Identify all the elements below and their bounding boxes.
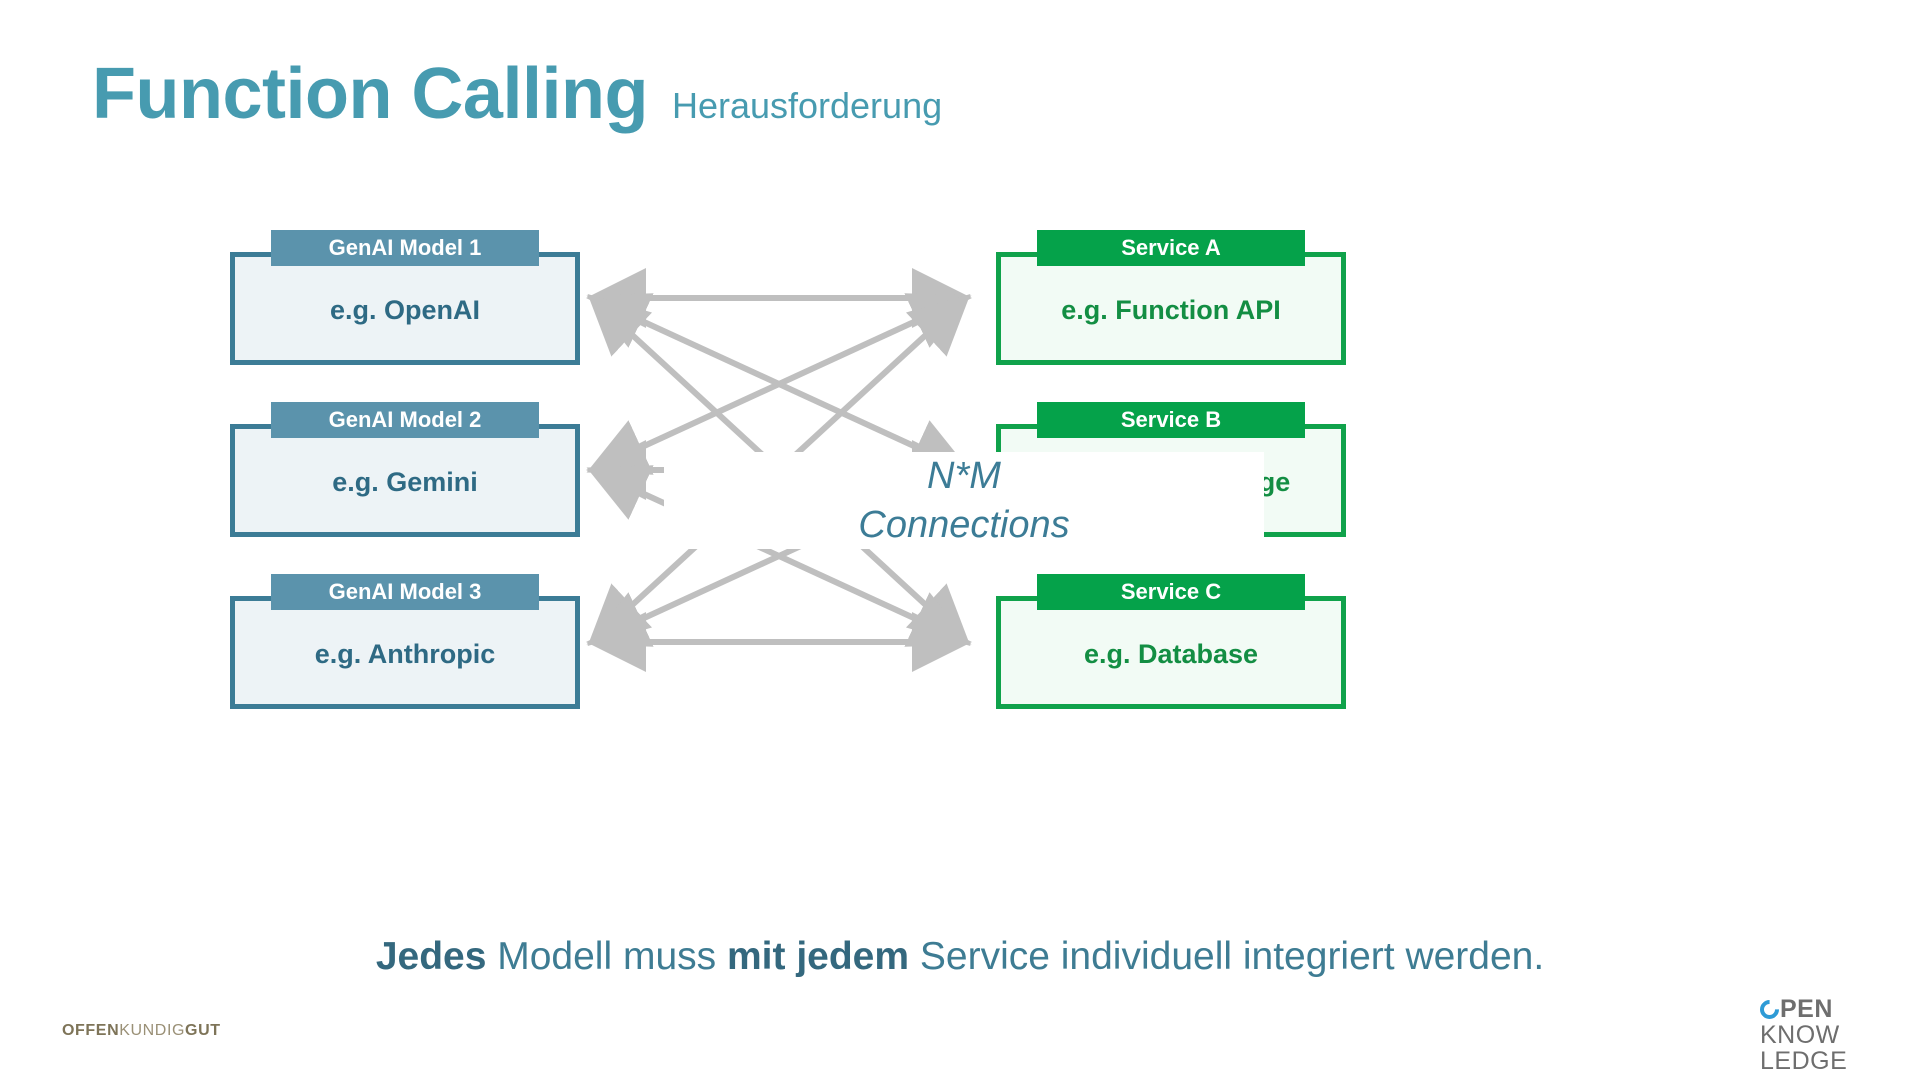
node-service-c[interactable]: Service C e.g. Database — [996, 574, 1346, 709]
node-service-b[interactable]: Service B e.g. Cloud Storage — [996, 402, 1346, 537]
openknowledge-logo: PEN KNOW LEDGE — [1756, 995, 1868, 1075]
openknowledge-pen: PEN — [1780, 995, 1833, 1023]
offenkundiggut-logo: OFFENKUNDIGGUT — [62, 1022, 221, 1040]
caption-text-2: Service individuell integriert werden. — [909, 935, 1545, 978]
node-body-label: e.g. Anthropic — [314, 639, 496, 669]
node-header-label: Service B — [1037, 402, 1305, 438]
caption-bold-1: Jedes — [375, 935, 487, 978]
openknowledge-line-1: PEN — [1756, 995, 1868, 1023]
diagram-stage: N*M Connections GenAI Model 1 e.g. OpenA… — [0, 230, 1920, 850]
node-body-label: e.g. Cloud Storage — [1051, 467, 1291, 497]
node-header-label: Service C — [1037, 574, 1305, 610]
node-body-label: e.g. Function API — [1061, 295, 1281, 325]
openknowledge-line-3: LEDGE — [1760, 1047, 1848, 1075]
openknowledge-line-2: KNOW — [1760, 1021, 1840, 1049]
page-title: Function Calling Herausforderung — [92, 58, 942, 130]
title-main: Function Calling — [92, 54, 648, 134]
offen-bold-1: OFFEN — [62, 1022, 120, 1039]
node-genai-model-1[interactable]: GenAI Model 1 e.g. OpenAI — [230, 230, 580, 365]
node-service-a[interactable]: Service A e.g. Function API — [996, 230, 1346, 365]
node-body-label: e.g. Gemini — [332, 467, 478, 497]
node-frame — [230, 252, 580, 365]
node-genai-model-2[interactable]: GenAI Model 2 e.g. Gemini — [230, 402, 580, 537]
open-arc-icon — [1756, 995, 1783, 1023]
caption-bold-2: mit jedem — [726, 935, 910, 978]
node-frame — [230, 596, 580, 709]
node-header-label: Service A — [1037, 230, 1305, 266]
offen-light: KUNDIG — [119, 1022, 186, 1039]
node-header-label: GenAI Model 3 — [271, 574, 539, 610]
node-body-label: e.g. OpenAI — [329, 295, 481, 325]
node-header-label: GenAI Model 2 — [271, 402, 539, 438]
node-header-label: GenAI Model 1 — [271, 230, 539, 266]
caption-text-1: Modell muss — [486, 935, 727, 978]
node-genai-model-3[interactable]: GenAI Model 3 e.g. Anthropic — [230, 574, 580, 709]
title-subtitle: Herausforderung — [671, 85, 943, 126]
node-body-label: e.g. Database — [1083, 639, 1259, 669]
offen-bold-2: GUT — [185, 1022, 221, 1039]
slide-caption: Jedes Modell muss mit jedem Service indi… — [0, 935, 1920, 979]
